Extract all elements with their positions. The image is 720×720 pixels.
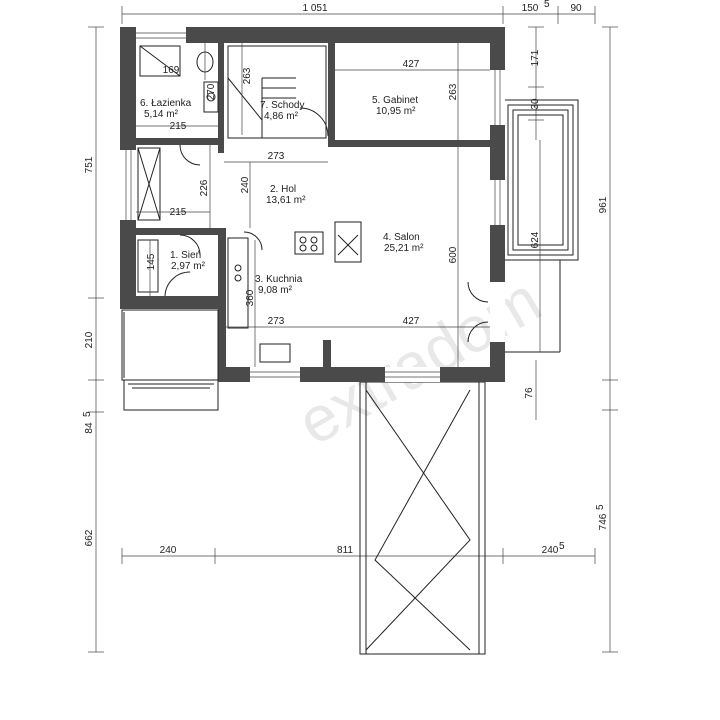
ramp <box>359 381 486 655</box>
dim-top-right: 90 <box>570 3 582 14</box>
dim-bath-215: 215 <box>170 121 187 132</box>
lower-left-room <box>121 309 219 381</box>
dim-left-mid: 210 <box>84 331 95 348</box>
room-hol: 2. Hol 13,61 m² <box>266 184 306 206</box>
room-lazienka: 6. Łazienka 5,14 m² <box>140 98 192 120</box>
dim-bottom-left: 240 <box>160 545 177 556</box>
dim-right-main: 961 <box>598 196 609 213</box>
room-gabinet: 5. Gabinet 10,95 m² <box>372 95 418 117</box>
dimension-lines <box>88 6 618 653</box>
room-area: 10,95 m² <box>376 106 416 117</box>
room-salon: 4. Salon 25,21 m² <box>383 232 424 254</box>
dim-hol-240: 240 <box>240 176 251 193</box>
dim-top-terrace: 150 <box>522 3 539 14</box>
dim-left-top: 751 <box>84 156 95 173</box>
room-name: 6. Łazienka <box>140 98 192 109</box>
walls <box>120 27 505 382</box>
dim-gab-263: 263 <box>448 83 459 100</box>
dim-bottom-right: 240 <box>542 545 559 556</box>
dim-hol-215: 215 <box>170 207 187 218</box>
dim-stairs-263: 263 <box>242 67 253 84</box>
room-area: 9,08 m² <box>258 285 293 296</box>
dim-right-gap: 76 <box>524 387 535 399</box>
porch <box>123 379 219 411</box>
inner-dimension-lines <box>136 43 541 367</box>
room-name: 1. Sień <box>170 250 201 261</box>
dim-hol-226: 226 <box>199 179 210 196</box>
dim-bath-169: 169 <box>163 65 180 76</box>
room-area: 13,61 m² <box>266 195 306 206</box>
dim-sien-145: 145 <box>146 253 157 270</box>
dim-bath-270: 270 <box>206 83 217 100</box>
dim-right-bottom: 746 <box>598 513 609 530</box>
room-sien: 1. Sień 2,97 m² <box>170 250 206 272</box>
room-name: 4. Salon <box>383 232 420 243</box>
dim-left-bottom: 662 <box>84 529 95 546</box>
room-area: 25,21 m² <box>384 243 424 254</box>
room-schody: 7. Schody 4,86 m² <box>260 100 304 122</box>
room-area: 5,14 m² <box>144 109 179 120</box>
dim-top-width: 1 051 <box>302 3 327 14</box>
room-kuchnia: 3. Kuchnia 9,08 m² <box>255 274 303 296</box>
dim-terr-624: 624 <box>530 231 541 248</box>
dim-left-small: 84 <box>84 422 95 434</box>
room-name: 2. Hol <box>270 184 296 195</box>
dim-top-terrace-sup: 5 <box>544 0 550 10</box>
dim-left-small-sup: 5 <box>82 411 93 417</box>
dim-gab-427: 427 <box>403 59 420 70</box>
fixtures <box>137 45 489 363</box>
dim-right-bottom-sup: 5 <box>595 504 606 510</box>
dim-bottom-right-sup: 5 <box>559 541 565 552</box>
dim-bottom-mid: 811 <box>337 545 353 556</box>
room-area: 4,86 m² <box>264 111 299 122</box>
dim-bot-427: 427 <box>403 316 420 327</box>
dim-terr-30: 30 <box>530 98 541 110</box>
dim-salon-600: 600 <box>448 246 459 263</box>
dim-kuch-360: 360 <box>245 289 256 306</box>
room-area: 2,97 m² <box>171 261 206 272</box>
dim-hol-273: 273 <box>268 151 285 162</box>
terrace-right <box>502 99 579 353</box>
dim-terr-171: 171 <box>530 49 541 66</box>
room-name: 3. Kuchnia <box>255 274 303 285</box>
room-name: 7. Schody <box>260 100 304 111</box>
dim-bot-273: 273 <box>268 316 285 327</box>
room-name: 5. Gabinet <box>372 95 418 106</box>
